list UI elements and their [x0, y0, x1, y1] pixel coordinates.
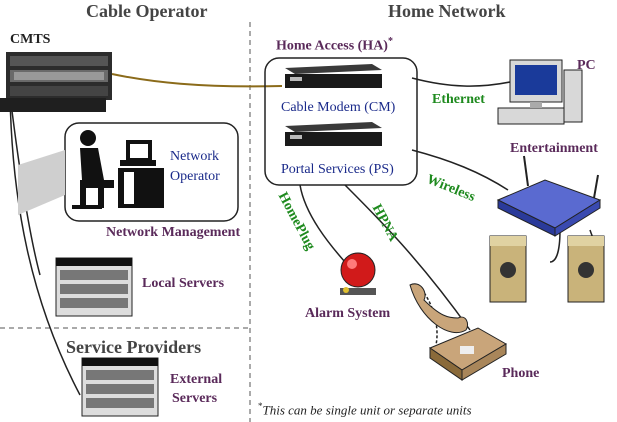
portal-services-label: Portal Services (PS)	[281, 162, 394, 177]
home-access-label: Home Access (HA)*	[276, 36, 393, 54]
cable-modem-label: Cable Modem (CM)	[281, 100, 396, 115]
wireless-router-icon	[496, 155, 602, 237]
network-operator-label-line-1: Network	[170, 149, 219, 164]
pc-icon	[497, 59, 583, 125]
wireless-link	[411, 149, 509, 191]
cmts-to-external-servers-link	[9, 94, 81, 396]
network-operator-label-line-2: Operator	[170, 169, 220, 184]
footnote-mark: *	[258, 401, 263, 411]
ethernet-label: Ethernet	[432, 92, 485, 107]
local-servers-rack	[55, 257, 133, 317]
operator-beam	[18, 150, 65, 215]
external-servers-rack	[81, 357, 159, 417]
phone-label: Phone	[502, 366, 540, 381]
network-management-label: Network Management	[106, 225, 241, 240]
left-speaker-icon	[489, 235, 527, 303]
speaker-cable	[549, 229, 561, 263]
section-header-home-network: Home Network	[388, 1, 506, 21]
alarm-system-label: Alarm System	[305, 306, 391, 321]
home-access-footnote-mark: *	[387, 36, 393, 47]
ethernet-link	[411, 77, 511, 87]
hpna-link	[344, 184, 471, 331]
telephone-icon	[409, 283, 507, 381]
entertainment-label: Entertainment	[510, 141, 598, 156]
homeplug-link	[299, 184, 346, 263]
pc-label: PC	[577, 58, 596, 73]
cmts-chassis	[0, 52, 112, 112]
network-operator-icon	[72, 130, 164, 209]
right-speaker-icon	[567, 235, 605, 303]
section-header-service-providers: Service Providers	[66, 337, 202, 357]
local-servers-label: Local Servers	[142, 276, 225, 291]
section-header-cable-operator: Cable Operator	[86, 1, 208, 21]
portal-services-device	[285, 122, 382, 146]
cable-modem-device	[285, 64, 382, 88]
footnote: *This can be single unit or separate uni…	[258, 401, 472, 418]
footnote-text: This can be single unit or separate unit…	[262, 402, 472, 418]
cmts-label: CMTS	[10, 32, 51, 47]
cmts-to-cable-modem-link	[111, 73, 283, 88]
alarm-bell-icon	[340, 252, 376, 295]
external-servers-label-line-2: Servers	[172, 391, 218, 406]
external-servers-label-line-1: External	[170, 372, 223, 387]
home-access-enclosure	[264, 57, 418, 186]
